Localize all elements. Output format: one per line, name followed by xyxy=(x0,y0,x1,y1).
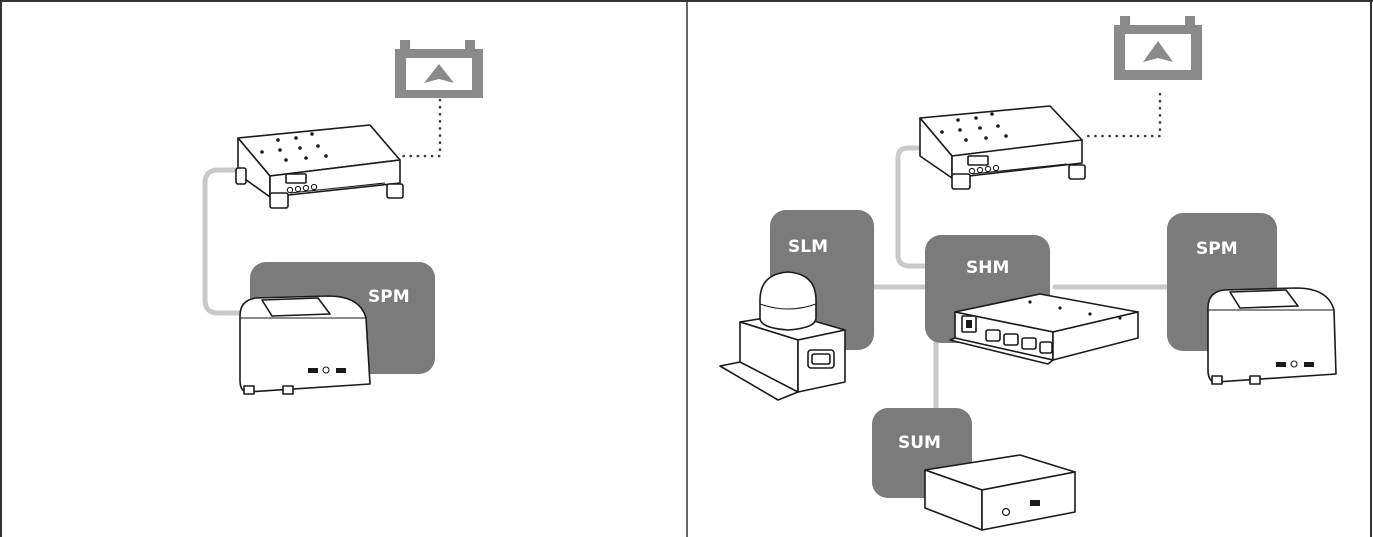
cable-charger-spm xyxy=(202,167,248,316)
cable-charger-shm xyxy=(895,145,951,269)
battery-icon xyxy=(395,40,483,98)
battery-cable xyxy=(398,98,442,158)
label-spm: SPM xyxy=(1196,239,1238,259)
spm-device xyxy=(1207,287,1337,385)
shm-device xyxy=(949,293,1139,365)
charger-device xyxy=(919,105,1086,190)
label-shm: SHM xyxy=(966,258,1009,278)
spm-device xyxy=(239,295,371,395)
label-sum: SUM xyxy=(898,433,941,453)
label-slm: SLM xyxy=(788,237,828,257)
charger-device xyxy=(235,124,404,209)
right-panel: SLM SHM SPM SUM xyxy=(719,16,1337,531)
slm-device xyxy=(719,271,846,401)
label-spm: SPM xyxy=(368,287,410,307)
left-panel: SPM xyxy=(202,40,483,395)
battery-icon xyxy=(1114,16,1202,80)
sum-device xyxy=(924,454,1076,531)
battery-cable xyxy=(1084,92,1162,138)
